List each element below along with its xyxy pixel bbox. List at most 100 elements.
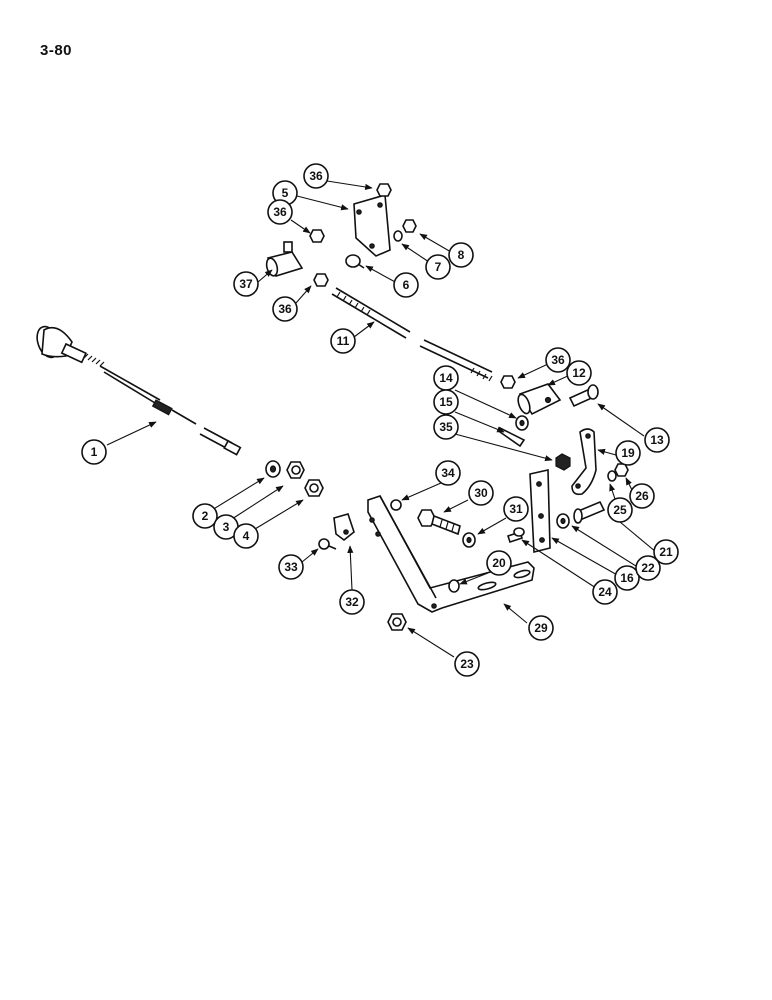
svg-text:23: 23	[460, 657, 474, 671]
svg-text:16: 16	[620, 571, 634, 585]
callout-5: 5	[272, 180, 298, 206]
callout-4: 4	[233, 523, 259, 549]
svg-text:20: 20	[492, 556, 506, 570]
callout-8: 8	[448, 242, 474, 268]
svg-text:26: 26	[635, 489, 649, 503]
callout-7: 7	[425, 254, 451, 280]
callout-29: 29	[528, 615, 554, 641]
callout-11: 11	[330, 328, 356, 354]
callout-30: 30	[468, 480, 494, 506]
callout-12: 12	[566, 360, 592, 386]
washer-14-part	[515, 415, 529, 431]
screw-33-part	[318, 538, 337, 550]
svg-text:21: 21	[659, 545, 673, 559]
callout-33: 33	[278, 554, 304, 580]
callout-25: 25	[607, 497, 633, 523]
callout-34: 34	[435, 460, 461, 486]
callout-20: 20	[486, 550, 512, 576]
svg-text:12: 12	[572, 366, 586, 380]
nut-36-top-part	[376, 183, 392, 197]
svg-text:5: 5	[282, 186, 289, 200]
svg-text:33: 33	[284, 560, 298, 574]
svg-text:37: 37	[239, 277, 253, 291]
link-19-part	[571, 428, 597, 496]
callout-36-mid: 36	[267, 199, 293, 225]
nut-36-mid-part	[309, 229, 325, 243]
svg-text:8: 8	[458, 248, 465, 262]
callout-36-right: 36	[545, 347, 571, 373]
svg-text:35: 35	[439, 420, 453, 434]
bracket-16-part	[529, 469, 551, 554]
svg-text:7: 7	[435, 260, 442, 274]
svg-text:1: 1	[91, 445, 98, 459]
bolt-21-part	[573, 500, 606, 524]
svg-text:29: 29	[534, 621, 548, 635]
svg-text:24: 24	[598, 585, 612, 599]
svg-text:13: 13	[650, 433, 664, 447]
bolt-24-part	[506, 527, 525, 544]
svg-text:30: 30	[474, 486, 488, 500]
control-rod-11-part	[331, 287, 493, 382]
callout-37: 37	[233, 271, 259, 297]
callout-22: 22	[635, 555, 661, 581]
clevis-pin-13-part	[568, 384, 599, 408]
callout-2: 2	[192, 503, 218, 529]
callout-1: 1	[81, 439, 107, 465]
svg-text:32: 32	[345, 595, 359, 609]
nut-34-part	[390, 499, 402, 511]
nut-23-part	[387, 613, 407, 631]
callout-14: 14	[433, 365, 459, 391]
svg-text:19: 19	[621, 446, 635, 460]
svg-text:15: 15	[439, 395, 453, 409]
callout-23: 23	[454, 651, 480, 677]
bolt-30-part	[417, 509, 461, 536]
callout-6: 6	[393, 272, 419, 298]
svg-text:22: 22	[641, 561, 655, 575]
callout-36-rod: 36	[272, 296, 298, 322]
connector-35-part	[555, 453, 571, 471]
callout-32: 32	[339, 589, 365, 615]
mounting-plate-5-part	[353, 193, 391, 257]
svg-text:11: 11	[337, 334, 350, 348]
svg-text:36: 36	[273, 205, 287, 219]
callout-36-top: 36	[303, 163, 329, 189]
svg-text:3: 3	[223, 520, 230, 534]
callout-26: 26	[629, 483, 655, 509]
leader-lines	[106, 180, 657, 658]
callout-21: 21	[653, 539, 679, 565]
callout-16: 16	[614, 565, 640, 591]
lockwasher-25-part	[607, 470, 617, 482]
clevis-12-part	[517, 383, 562, 416]
support-bracket-29-part	[367, 495, 535, 613]
svg-text:14: 14	[439, 371, 453, 385]
nut-36-rod-part	[313, 273, 329, 287]
cotter-pin-15-part	[499, 426, 526, 448]
washer-31-part	[462, 532, 476, 548]
svg-text:34: 34	[441, 466, 455, 480]
page-number: 3-80	[40, 42, 73, 59]
cable-clip-32-part	[333, 513, 355, 542]
washer-20-part	[448, 579, 460, 593]
callout-15: 15	[433, 389, 459, 415]
callout-13: 13	[644, 427, 670, 453]
bolt-6-part	[345, 254, 365, 269]
svg-text:36: 36	[551, 353, 565, 367]
lockwasher-7-part	[393, 230, 403, 242]
callout-3: 3	[213, 514, 239, 540]
nut-8-part	[402, 219, 417, 233]
svg-text:36: 36	[278, 302, 292, 316]
svg-text:2: 2	[202, 509, 209, 523]
callout-24: 24	[592, 579, 618, 605]
washer-2-part	[265, 460, 281, 478]
svg-text:6: 6	[403, 278, 410, 292]
svg-text:36: 36	[309, 169, 323, 183]
svg-text:25: 25	[613, 503, 627, 517]
nut-36-right-part	[500, 375, 516, 389]
nut-3-part	[286, 461, 305, 479]
nut-26-part	[614, 463, 629, 477]
throttle-cable-part	[36, 325, 242, 456]
svg-text:31: 31	[509, 502, 523, 516]
callout-35: 35	[433, 414, 459, 440]
washer-22-part	[556, 513, 570, 529]
